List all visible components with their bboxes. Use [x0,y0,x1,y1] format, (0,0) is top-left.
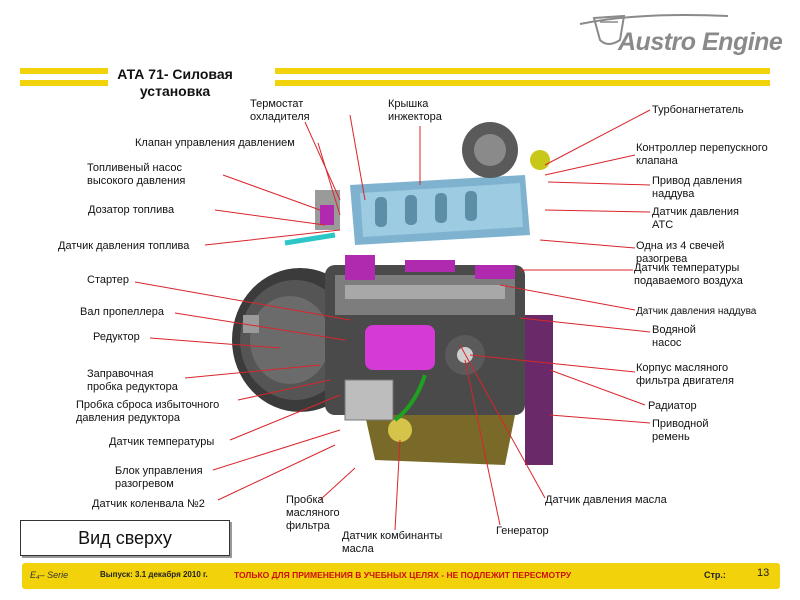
footer-series: E₄– Serie [30,570,69,580]
label-drive-belt: Приводной ремень [652,418,709,443]
label-gearbox-filler-cap: Заправочная пробка редуктора [87,368,178,393]
footer-issue: Выпуск: 3.1 декабря 2010 г. [100,570,208,579]
label-boost-actuator: Привод давления наддува [652,175,743,200]
label-crankshaft-sensor: Датчик коленвала №2 [92,498,205,510]
label-thermostat: Термостат охладителя [250,98,310,123]
label-gearbox-relief-plug: Пробка сброса избыточного давления редук… [76,399,220,424]
footer-page-label: Стр.: [704,570,726,580]
page-title: АТА 71- Силовая установка [95,66,255,100]
label-fuel-pump: Топливеный насос высокого давления [87,162,186,187]
label-radiator: Радиатор [648,400,697,412]
label-injector-cover: Крышка инжектора [388,98,442,123]
label-oil-condition-sensor: Датчик комбинанты масла [342,530,443,555]
header-stripe-left-bottom [20,80,108,86]
footer-page-number: 13 [757,567,770,579]
label-gearbox: Редуктор [93,331,140,343]
label-ats-sensor: Датчик давления АТС [652,206,739,231]
label-starter: Стартер [87,274,130,286]
page-title-line1: АТА 71- Силовая [117,66,233,82]
header-stripe-right-bottom [275,80,770,86]
label-oil-filter-plug: Пробка масляного фильтра [286,494,340,532]
label-propeller-shaft: Вал пропеллера [80,306,165,318]
view-label-box: Вид сверху [20,520,230,556]
label-glow-plug: Одна из 4 свечей разогрева [636,240,725,265]
logo-emblem-icon [579,14,729,45]
label-pressure-valve: Клапан управления давлением [135,137,295,149]
label-bypass-controller: Контроллер перепускного клапана [636,142,768,167]
label-turbocharger: Турбонагнетатель [652,104,744,116]
label-water-pump: Водяной насос [652,324,696,349]
page-title-line2: установка [139,83,211,99]
label-oil-pressure-sensor: Датчик давления масла [545,494,667,506]
footer-bar: E₄– Serie Выпуск: 3.1 декабря 2010 г. ТО… [22,563,780,589]
austro-engine-logo: Austro Engine [578,10,788,62]
label-boost-pressure-sensor: Датчик давления наддува [636,306,757,317]
footer-notice: ТОЛЬКО ДЛЯ ПРИМЕНЕНИЯ В УЧЕБНЫХ ЦЕЛЯХ - … [234,570,572,580]
header-stripe-left-top [20,68,108,74]
label-temperature-sensor: Датчик температуры [109,436,215,448]
label-glow-control-unit: Блок управления разогревом [115,465,203,490]
header-stripe-right-top [275,68,770,74]
label-generator: Генератор [496,525,549,537]
label-intake-air-temp: Датчик температуры подаваемого воздуха [634,262,743,287]
label-fuel-metering: Дозатор топлива [88,204,175,216]
label-fuel-pressure-sensor: Датчик давления топлива [58,240,190,252]
label-oil-filter-housing: Корпус масляного фильтра двигателя [636,362,734,387]
logo-text: Austro Engine [618,28,783,56]
